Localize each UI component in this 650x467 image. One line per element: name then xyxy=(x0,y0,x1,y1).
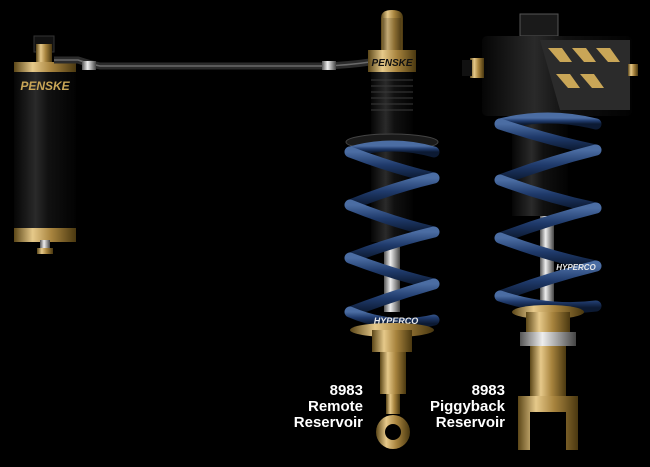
caption-piggy-model: 8983 xyxy=(471,382,505,399)
piggyback-shock: HYPERCO xyxy=(462,13,638,450)
caption-remote-reservoir: 8983 Remote Reservoir xyxy=(294,383,363,431)
remote-reservoir: PENSKE xyxy=(14,35,76,254)
reservoir-logo: PENSKE xyxy=(20,79,70,93)
caption-piggyback-reservoir: 8983 Piggyback Reservoir xyxy=(430,383,505,431)
reservoir-hose xyxy=(54,56,371,70)
caption-remote-type: Remote xyxy=(307,398,363,415)
remote-shock: PENSKE HYPERCO xyxy=(344,10,440,449)
spring-logo-remote: HYPERCO xyxy=(374,316,419,326)
caption-piggy-type: Piggyback xyxy=(429,398,505,415)
spring-logo-piggyback: HYPERCO xyxy=(556,263,596,272)
shock-logo: PENSKE xyxy=(371,58,412,69)
caption-remote-model: 8983 xyxy=(329,382,363,399)
caption-piggy-word: Reservoir xyxy=(435,414,505,431)
caption-remote-word: Reservoir xyxy=(293,414,363,431)
